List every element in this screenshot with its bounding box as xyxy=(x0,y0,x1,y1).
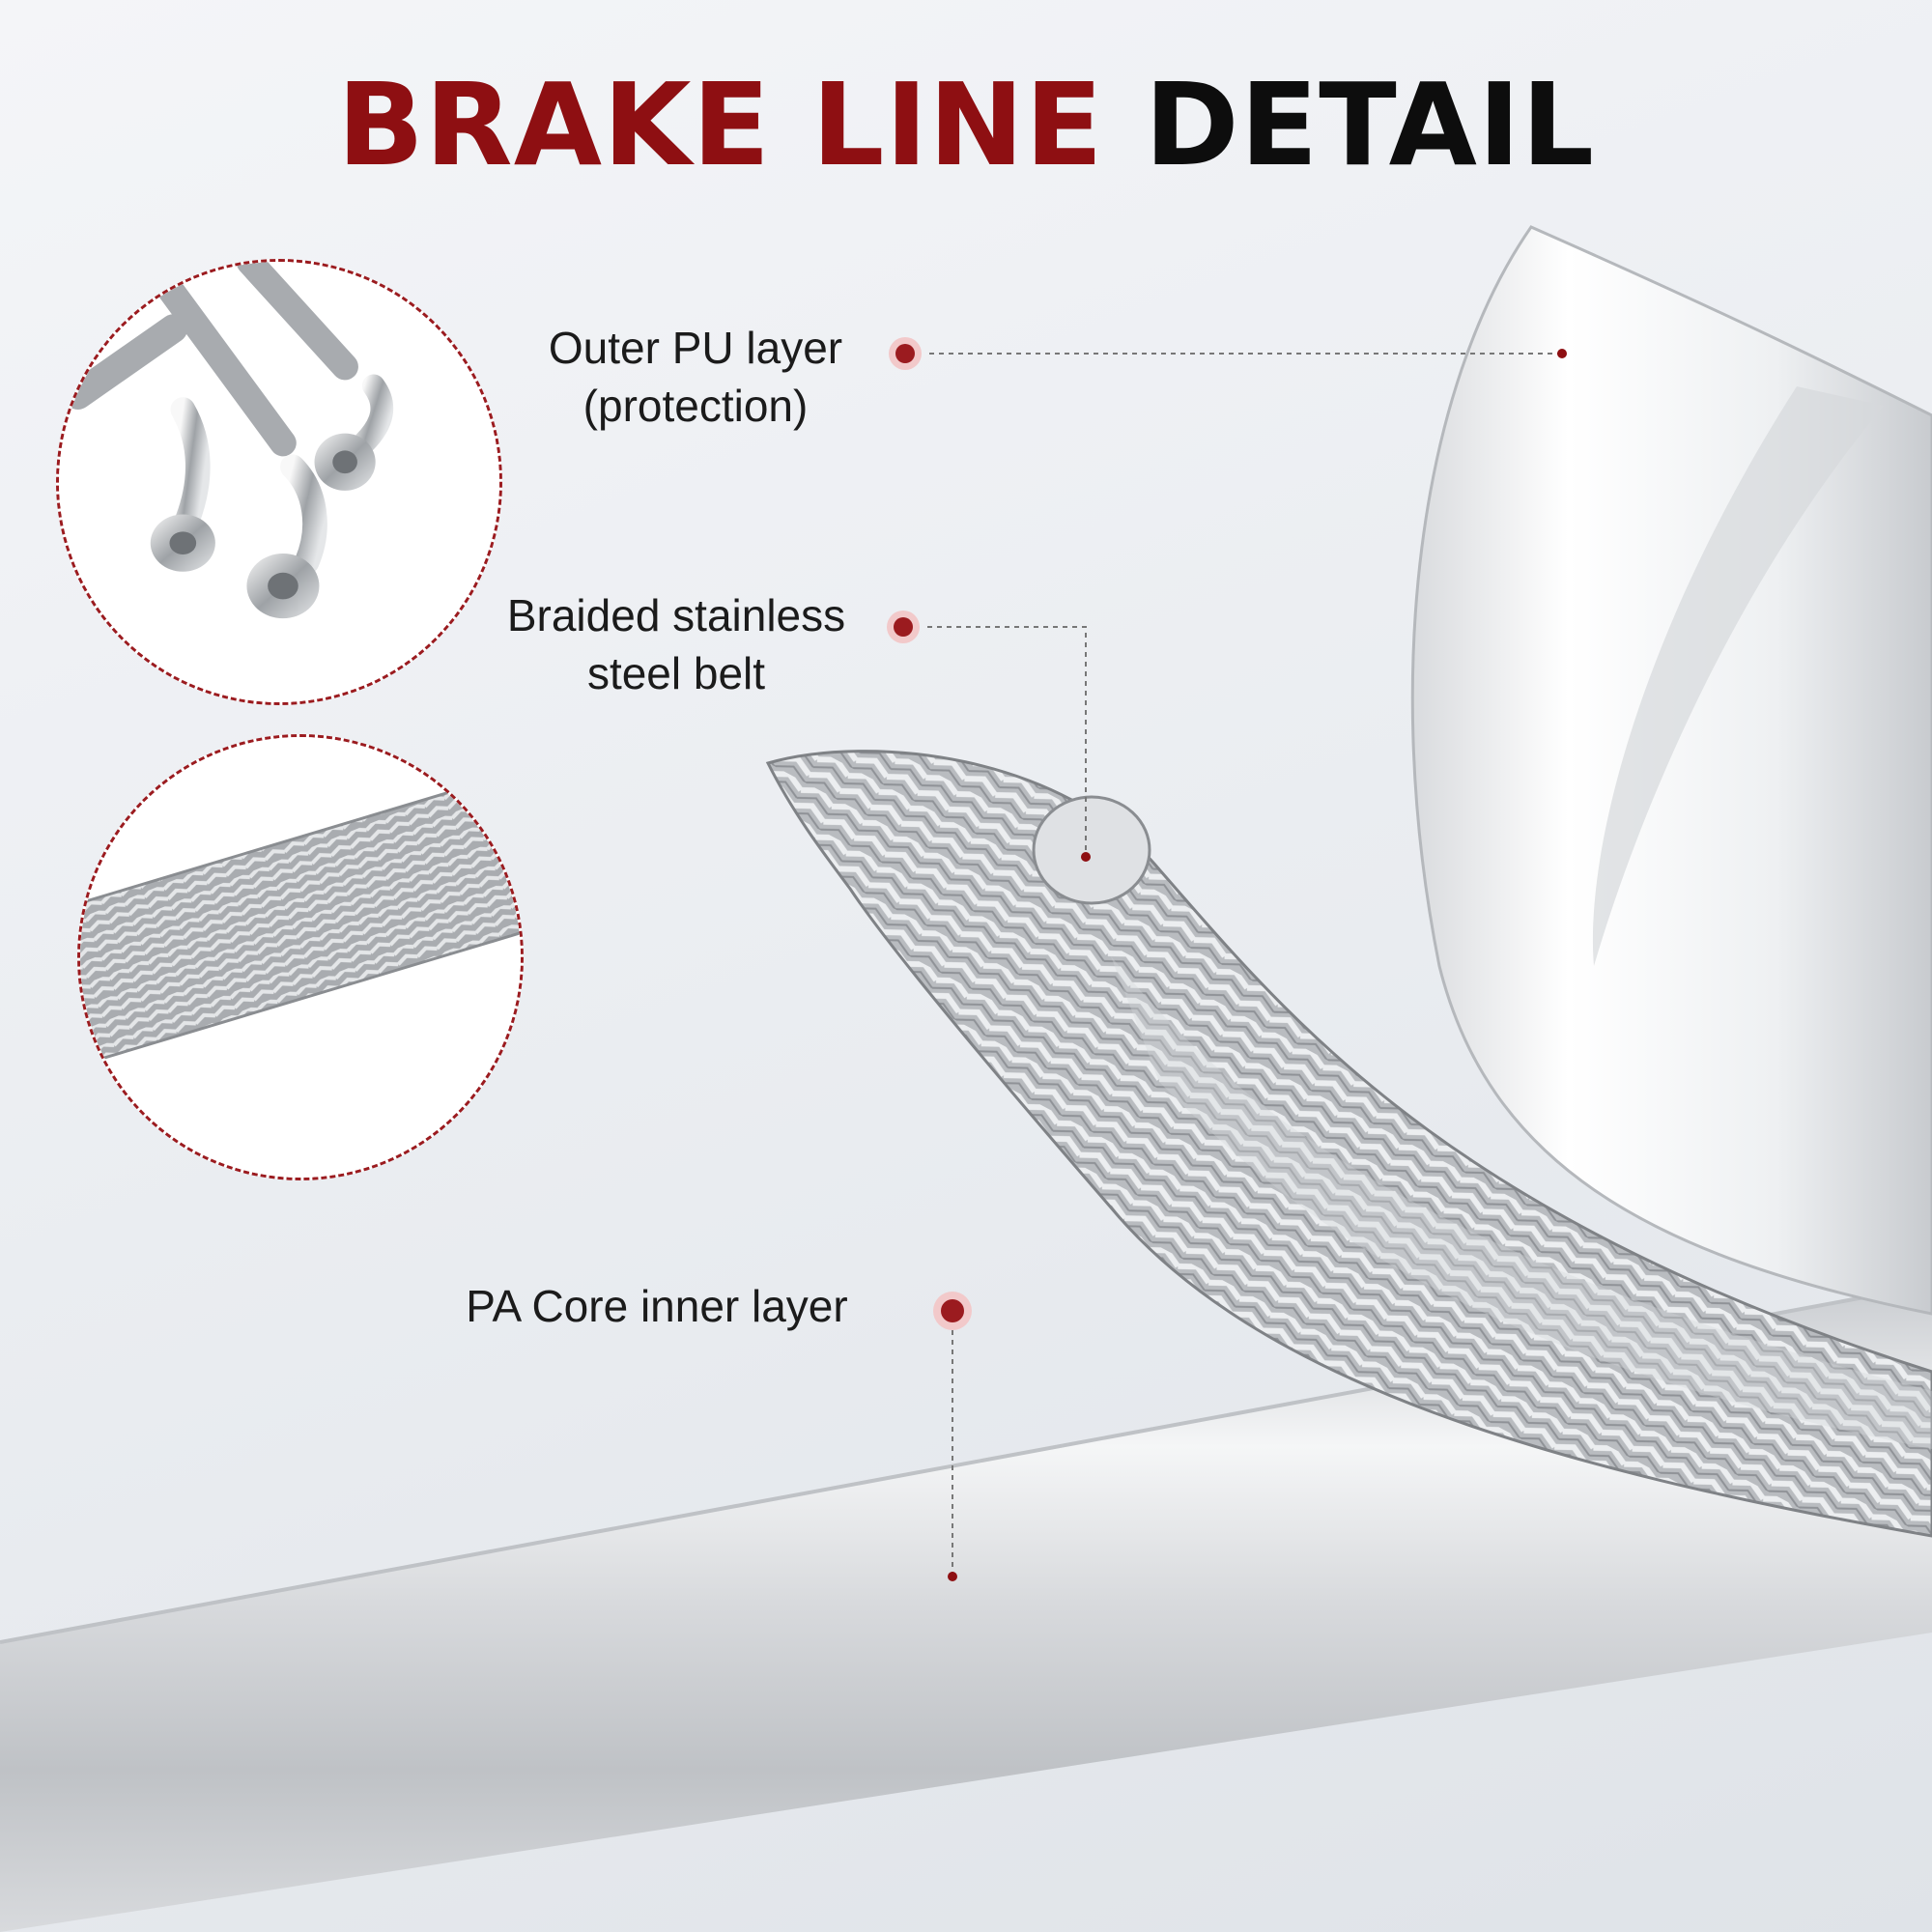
braided-hose-closeup-inset xyxy=(77,734,524,1180)
title-accent: BRAKE LINE xyxy=(336,58,1104,191)
callout-braid-leader xyxy=(887,611,1091,862)
callout-outer-line1: Outer PU layer xyxy=(548,323,843,373)
braided-steel-belt xyxy=(765,750,1932,1538)
callout-core-leader xyxy=(933,1292,972,1581)
fittings-image xyxy=(59,262,499,702)
callout-braid-label: Braided stainless steel belt xyxy=(464,586,889,702)
callout-braid-line1: Braided stainless xyxy=(506,590,846,640)
callout-outer-line2: (protection) xyxy=(582,381,809,431)
callout-outer-label: Outer PU layer (protection) xyxy=(502,319,889,435)
brake-line-fittings-inset xyxy=(56,259,502,705)
callout-core-line1: PA Core inner layer xyxy=(466,1281,848,1331)
callout-outer-leader xyxy=(889,337,1567,370)
callout-core-label: PA Core inner layer xyxy=(425,1277,889,1335)
callout-braid-line2: steel belt xyxy=(586,648,766,698)
braided-hose-image xyxy=(80,737,521,1178)
title-rest: DETAIL xyxy=(1144,58,1596,191)
page-title: BRAKE LINE DETAIL xyxy=(0,68,1932,182)
outer-pu-layer xyxy=(1410,225,1932,1316)
